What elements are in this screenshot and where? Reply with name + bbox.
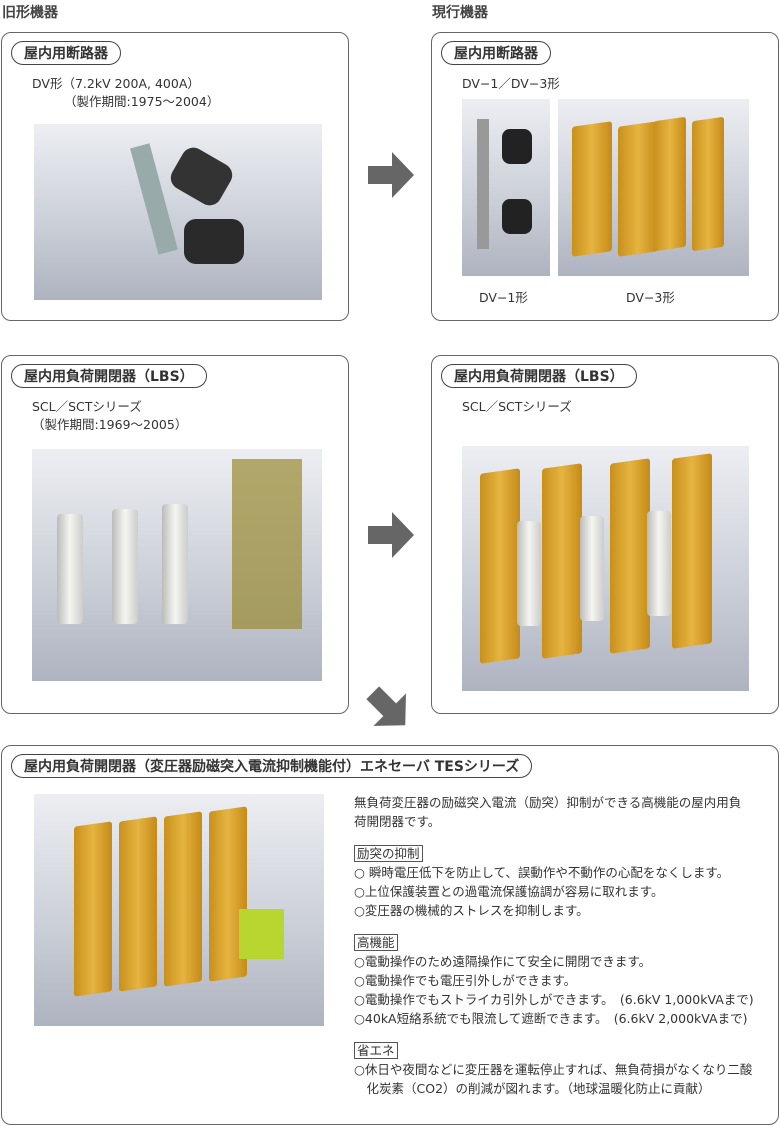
diagonal-arrow-icon [366,686,406,726]
model-spec: DV形（7.2kV 200A, 400A） [32,76,200,91]
list-item: ○上位保護装置との過電流保護協調が容易に取れます。 [354,884,664,899]
right-arrow-icon [368,512,414,558]
current-lbs-card: 屋内用負荷開閉器（LBS） SCL／SCTシリーズ [431,355,779,714]
scl-sct-old-photo [32,449,322,681]
production-period: （製作期間:1969～2005） [32,417,188,432]
list-item: ○電動操作のため遠隔操作にて安全に開閉できます。 [354,954,652,969]
dv3-photo [558,99,749,276]
section-label: 励突の抑制 [354,845,423,862]
series-name: SCL／SCTシリーズ [32,399,142,414]
dv1-caption: DV−1形 [479,290,528,305]
dv1-photo [462,99,550,276]
tes-description: 無負荷変圧器の励磁突入電流（励突）抑制ができる高機能の屋内用負 荷開閉器です。 … [354,793,754,1098]
card-title: 屋内用負荷開閉器（LBS） [11,364,207,388]
card-title: 屋内用断路器 [11,41,121,65]
right-arrow-icon [368,152,414,198]
section-label: 省エネ [354,1042,398,1059]
current-equipment-heading: 現行機器 [432,5,488,21]
dv-breaker-photo [34,124,322,300]
card-title: 屋内用断路器 [441,41,551,65]
list-item: ○40kA短絡系統でも限流して遮断できます。 (6.6kV 2,000kVAまで… [354,1011,748,1026]
section-label: 高機能 [354,934,398,951]
old-breaker-card: 屋内用断路器 DV形（7.2kV 200A, 400A） （製作期間:1975～… [1,32,349,321]
scl-sct-current-photo [462,446,749,691]
production-period: （製作期間:1975～2004） [64,94,220,109]
intro-line: 無負荷変圧器の励磁突入電流（励突）抑制ができる高機能の屋内用負 [354,795,742,810]
intro-line: 荷開閉器です。 [354,814,441,829]
card-title: 屋内用負荷開閉器（変圧器励磁突入電流抑制機能付）エネセーバ TESシリーズ [11,754,533,778]
tes-photo [34,794,324,1026]
dv3-caption: DV−3形 [626,290,675,305]
list-item: 化炭素（CO2）の削減が図れます。（地球温暖化防止に貢献） [354,1081,711,1096]
list-item: ○変圧器の機械的ストレスを抑制します。 [354,903,589,918]
list-item: ○休日や夜間などに変圧器を運転停止すれば、無負荷損がなくなり二酸 [354,1062,753,1077]
model-name: DV−1／DV−3形 [462,76,560,91]
card-title: 屋内用負荷開閉器（LBS） [441,364,637,388]
list-item: ○電動操作でも電圧引外しができます。 [354,973,577,988]
series-name: SCL／SCTシリーズ [462,399,572,414]
tes-series-card: 屋内用負荷開閉器（変圧器励磁突入電流抑制機能付）エネセーバ TESシリーズ 無負… [1,745,779,1125]
list-item: ○ 瞬時電圧低下を防止して、誤動作や不動作の心配をなくします。 [354,865,730,880]
list-item: ○電動操作でもストライカ引外しができます。 (6.6kV 1,000kVAまで) [354,992,754,1007]
old-equipment-heading: 旧形機器 [2,5,58,21]
current-breaker-card: 屋内用断路器 DV−1／DV−3形 DV−1形 DV−3形 [431,32,779,321]
old-lbs-card: 屋内用負荷開閉器（LBS） SCL／SCTシリーズ （製作期間:1969～200… [1,355,349,714]
